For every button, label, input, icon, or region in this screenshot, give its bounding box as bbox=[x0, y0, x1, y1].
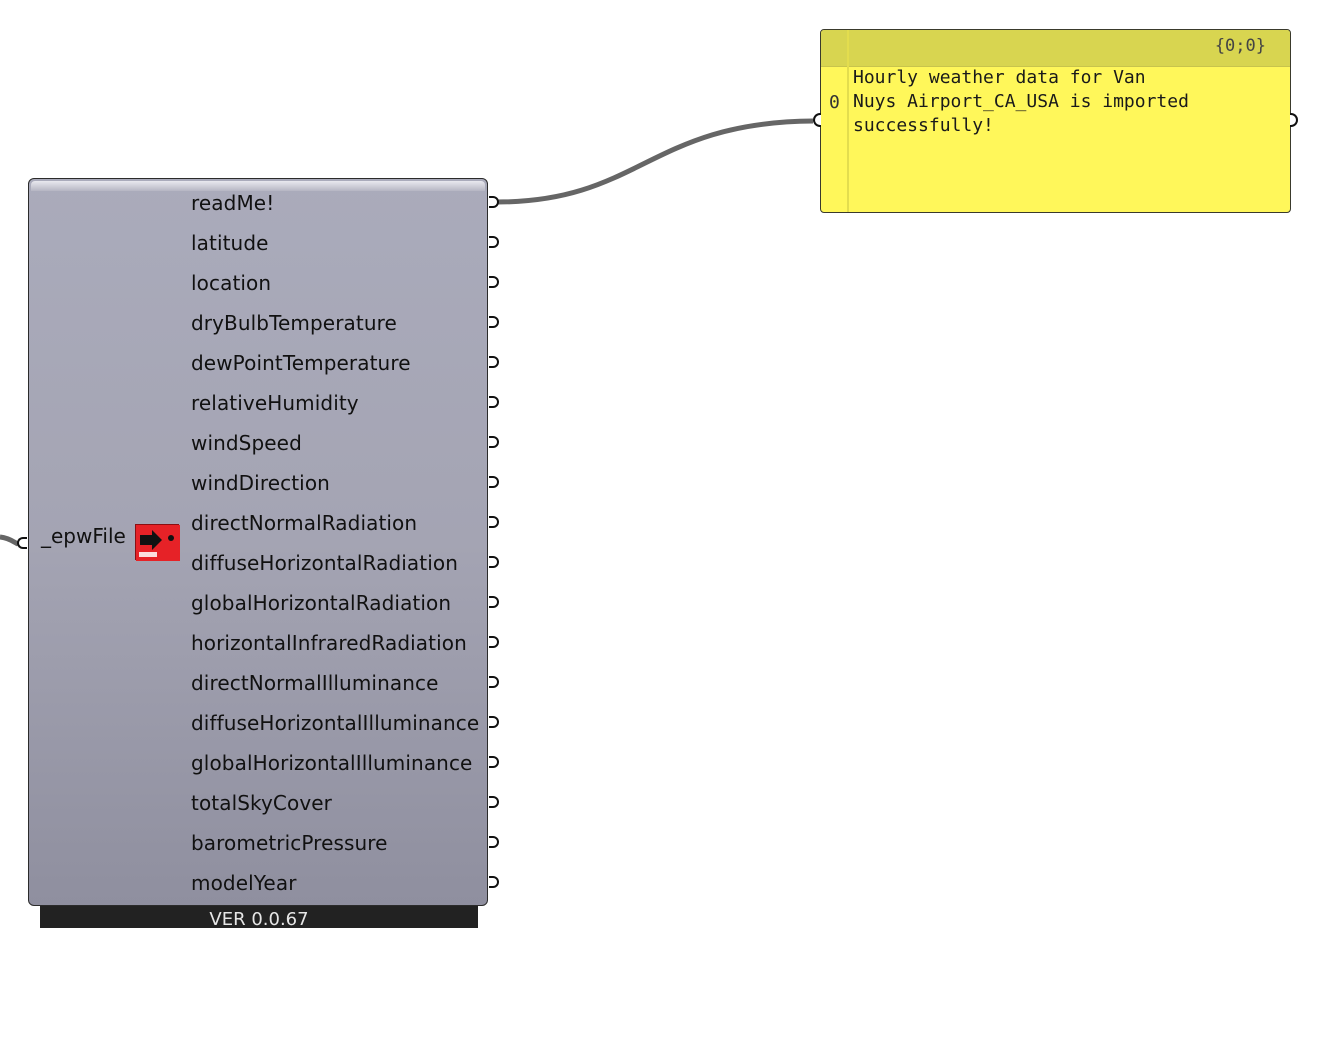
output-param-latitude[interactable]: latitude bbox=[191, 223, 499, 263]
output-grip[interactable] bbox=[489, 516, 499, 528]
output-grip[interactable] bbox=[489, 876, 499, 888]
output-param-directnormalradiation[interactable]: directNormalRadiation bbox=[191, 503, 499, 543]
import-epw-icon bbox=[135, 524, 180, 561]
output-grip[interactable] bbox=[489, 796, 499, 808]
output-param-drybulbtemperature[interactable]: dryBulbTemperature bbox=[191, 303, 499, 343]
output-param-globalhorizontalradiation[interactable]: globalHorizontalRadiation bbox=[191, 583, 499, 623]
output-params: readMe! latitude location dryBulbTempera… bbox=[191, 183, 499, 903]
output-param-barometricpressure[interactable]: barometricPressure bbox=[191, 823, 499, 863]
output-grip[interactable] bbox=[489, 436, 499, 448]
panel-header[interactable]: {0;0} bbox=[821, 30, 1290, 67]
output-param-location[interactable]: location bbox=[191, 263, 499, 303]
input-param-epwfile[interactable]: _epwFile bbox=[41, 524, 126, 548]
output-grip[interactable] bbox=[489, 556, 499, 568]
panel-gutter bbox=[847, 30, 849, 212]
output-param-totalskycover[interactable]: totalSkyCover bbox=[191, 783, 499, 823]
readme-panel[interactable]: {0;0} 0 Hourly weather data for Van Nuys… bbox=[813, 29, 1298, 213]
output-grip[interactable] bbox=[489, 596, 499, 608]
output-grip[interactable] bbox=[489, 676, 499, 688]
output-grip[interactable] bbox=[489, 636, 499, 648]
output-grip[interactable] bbox=[489, 276, 499, 288]
output-grip[interactable] bbox=[489, 356, 499, 368]
wire-epwfile-input[interactable] bbox=[0, 534, 20, 547]
output-grip[interactable] bbox=[489, 196, 499, 208]
output-grip[interactable] bbox=[489, 476, 499, 488]
panel-content-text[interactable]: Hourly weather data for Van Nuys Airport… bbox=[853, 67, 1189, 136]
output-param-dewpointtemperature[interactable]: dewPointTemperature bbox=[191, 343, 499, 383]
panel-item-index: 0 bbox=[829, 92, 840, 113]
epwfile-input-label: _epwFile bbox=[41, 524, 126, 548]
output-param-horizontalinfraredradiation[interactable]: horizontalInfraredRadiation bbox=[191, 623, 499, 663]
epwfile-input-grip[interactable] bbox=[17, 537, 27, 549]
output-grip[interactable] bbox=[489, 316, 499, 328]
output-param-relativehumidity[interactable]: relativeHumidity bbox=[191, 383, 499, 423]
output-param-modelyear[interactable]: modelYear bbox=[191, 863, 499, 903]
panel-output-grip[interactable] bbox=[1290, 113, 1298, 127]
panel-input-grip[interactable] bbox=[813, 113, 821, 127]
output-param-directnormalilluminance[interactable]: directNormalIlluminance bbox=[191, 663, 499, 703]
output-grip[interactable] bbox=[489, 756, 499, 768]
output-param-windspeed[interactable]: windSpeed bbox=[191, 423, 499, 463]
output-param-globalhorizontalilluminance[interactable]: globalHorizontalIlluminance bbox=[191, 743, 499, 783]
output-grip[interactable] bbox=[489, 716, 499, 728]
wire-readme-to-panel[interactable] bbox=[496, 118, 814, 205]
import-epw-component[interactable]: _epwFile readMe! latitude location dryBu… bbox=[17, 178, 499, 906]
output-param-diffusehorizontalilluminance[interactable]: diffuseHorizontalIlluminance bbox=[191, 703, 499, 743]
version-label: VER 0.0.67 bbox=[209, 909, 309, 928]
output-param-winddirection[interactable]: windDirection bbox=[191, 463, 499, 503]
component-version-bar: VER 0.0.67 bbox=[40, 906, 478, 928]
output-grip[interactable] bbox=[489, 236, 499, 248]
output-grip[interactable] bbox=[489, 396, 499, 408]
panel-data-path: {0;0} bbox=[1214, 36, 1266, 56]
output-grip[interactable] bbox=[489, 836, 499, 848]
output-param-readme[interactable]: readMe! bbox=[191, 183, 499, 223]
output-param-diffusehorizontalradiation[interactable]: diffuseHorizontalRadiation bbox=[191, 543, 499, 583]
